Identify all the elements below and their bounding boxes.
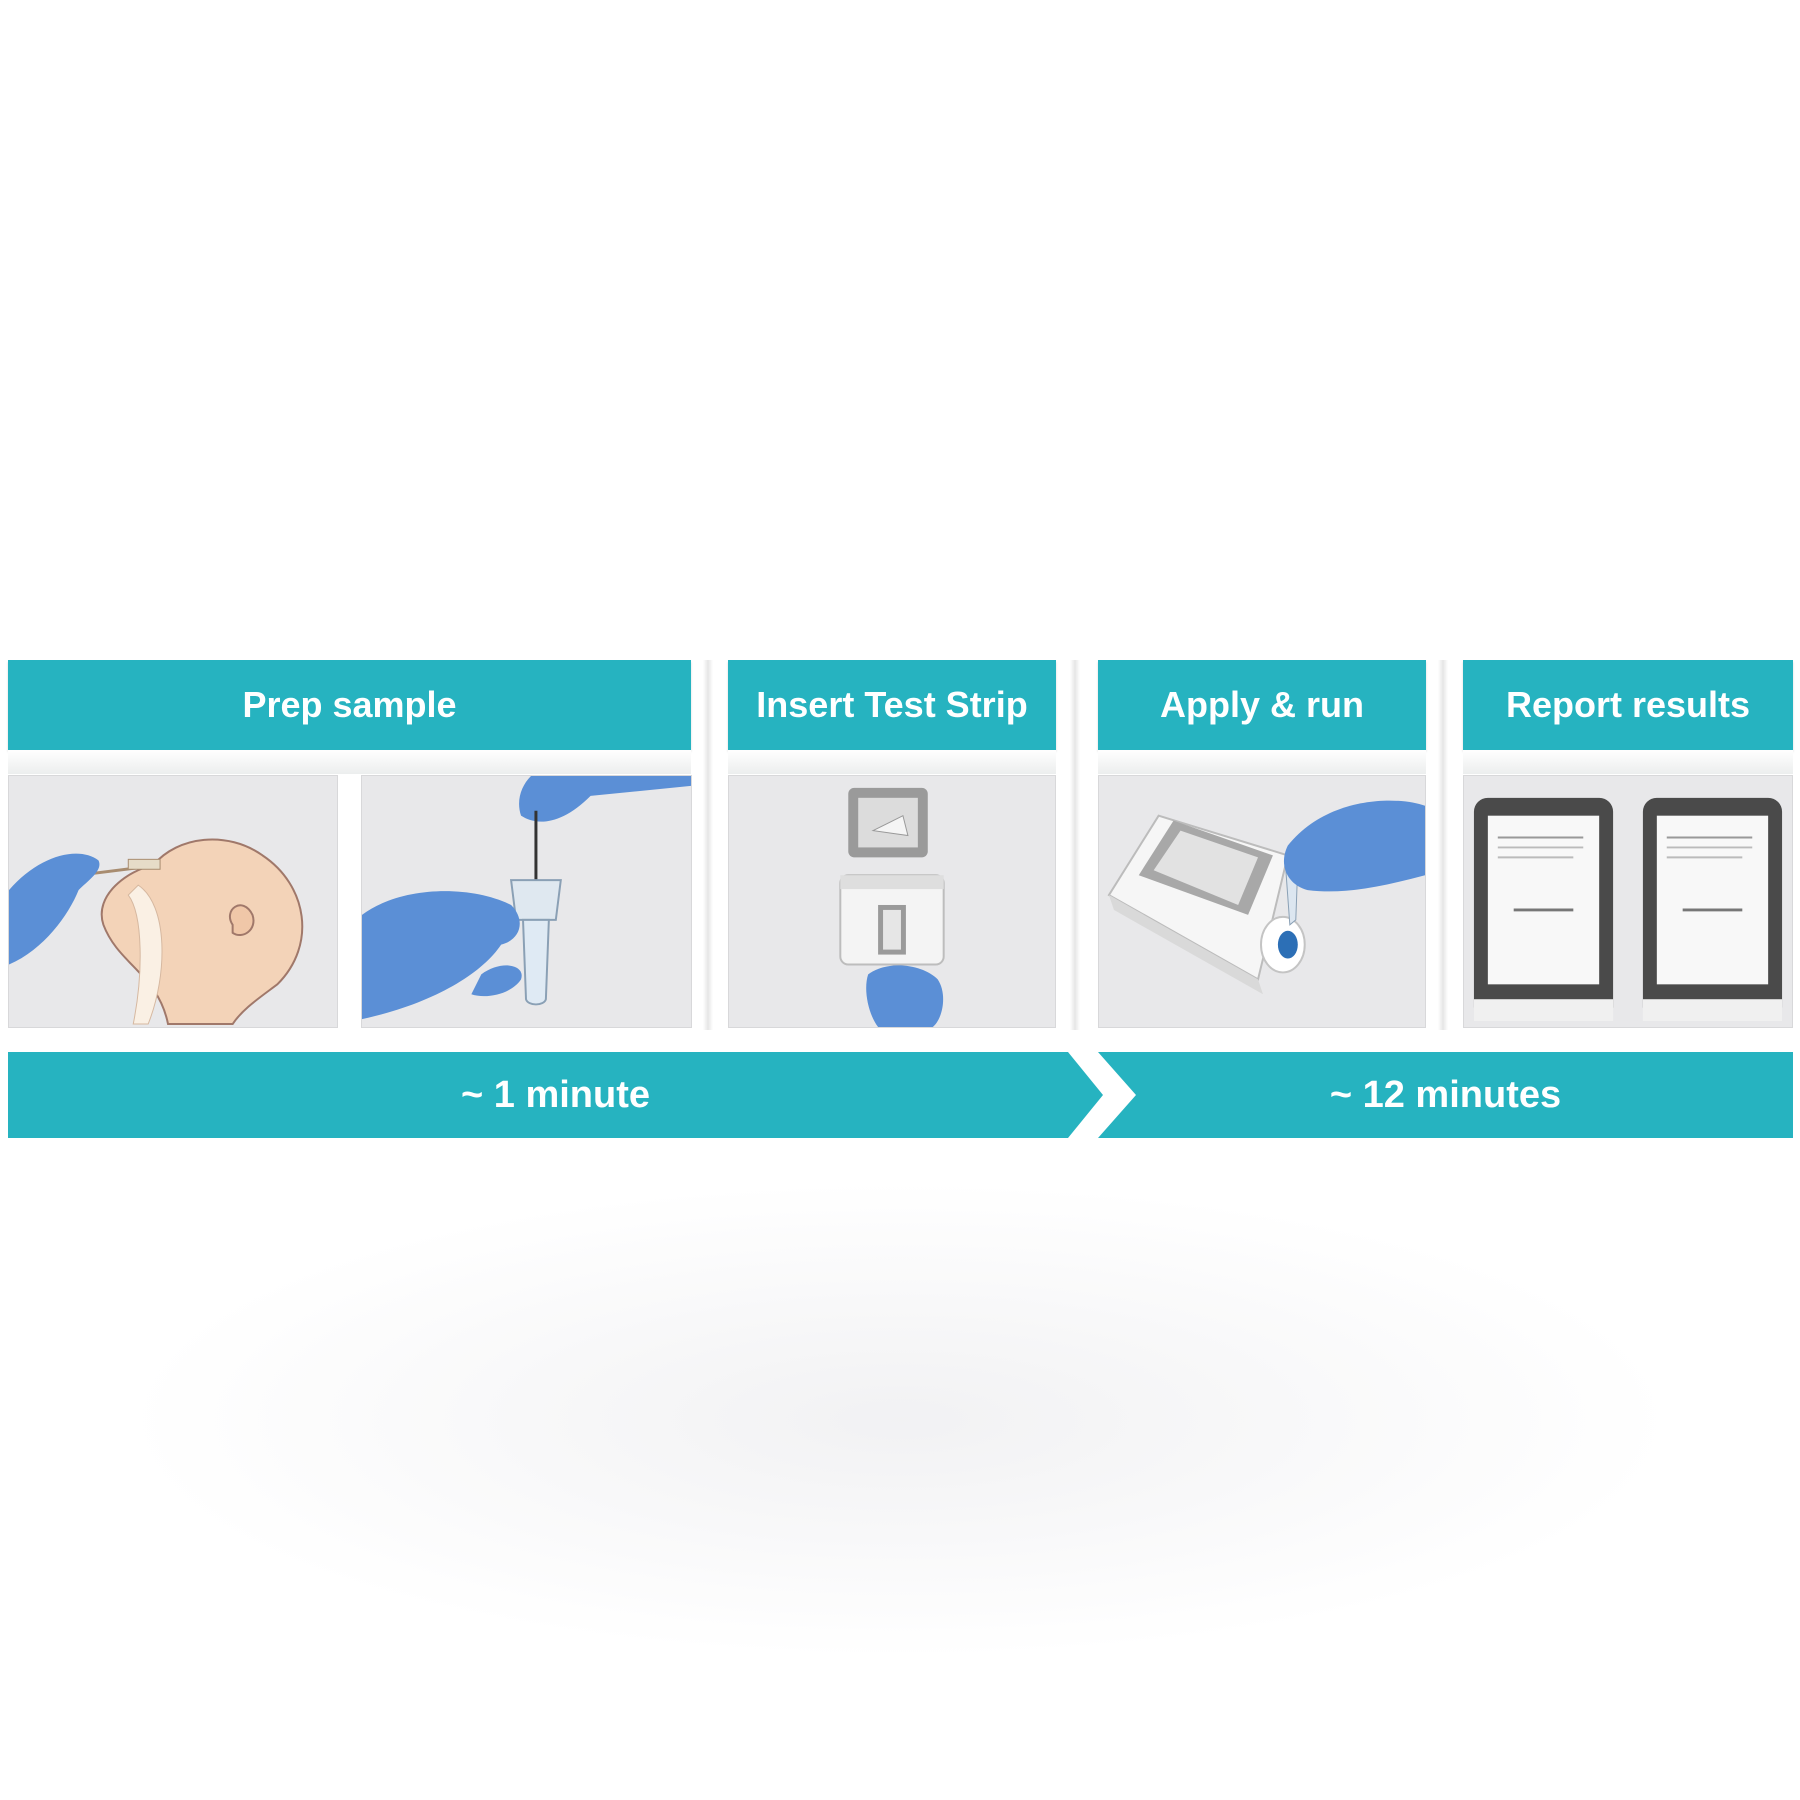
duration-arrow-1-minute: ~ 1 minute: [8, 1052, 1103, 1138]
header-underline: [728, 750, 1056, 774]
step-header-insert-test-strip: Insert Test Strip: [728, 660, 1056, 750]
step-divider: [1438, 660, 1448, 1030]
step-label: Insert Test Strip: [756, 684, 1028, 725]
step-header-apply-run: Apply & run: [1098, 660, 1426, 750]
device-strip-insert-illustration: [728, 775, 1056, 1028]
sample-tube-illustration: [361, 775, 692, 1028]
step-header-report-results: Report results: [1463, 660, 1793, 750]
step-divider: [703, 660, 713, 1030]
step-header-prep-sample: Prep sample: [8, 660, 691, 750]
step-label: Apply & run: [1160, 684, 1364, 725]
duration-label: ~ 12 minutes: [1329, 1073, 1562, 1116]
reflection-shadow: [120, 1180, 1680, 1660]
duration-label: ~ 1 minute: [461, 1073, 650, 1116]
nasal-swab-illustration: [8, 775, 338, 1028]
device-result-screens-illustration: [1463, 775, 1793, 1028]
header-underline: [1098, 750, 1426, 774]
arrow-shape: [1098, 1052, 1793, 1138]
step-label: Report results: [1505, 684, 1751, 725]
arrow-shape: [8, 1052, 1103, 1138]
duration-arrow-12-minutes: ~ 12 minutes: [1098, 1052, 1793, 1138]
step-label: Prep sample: [242, 684, 457, 725]
header-underline: [8, 750, 691, 774]
step-divider: [1070, 660, 1080, 1030]
header-underline: [1463, 750, 1793, 774]
device-apply-sample-illustration: [1098, 775, 1426, 1028]
